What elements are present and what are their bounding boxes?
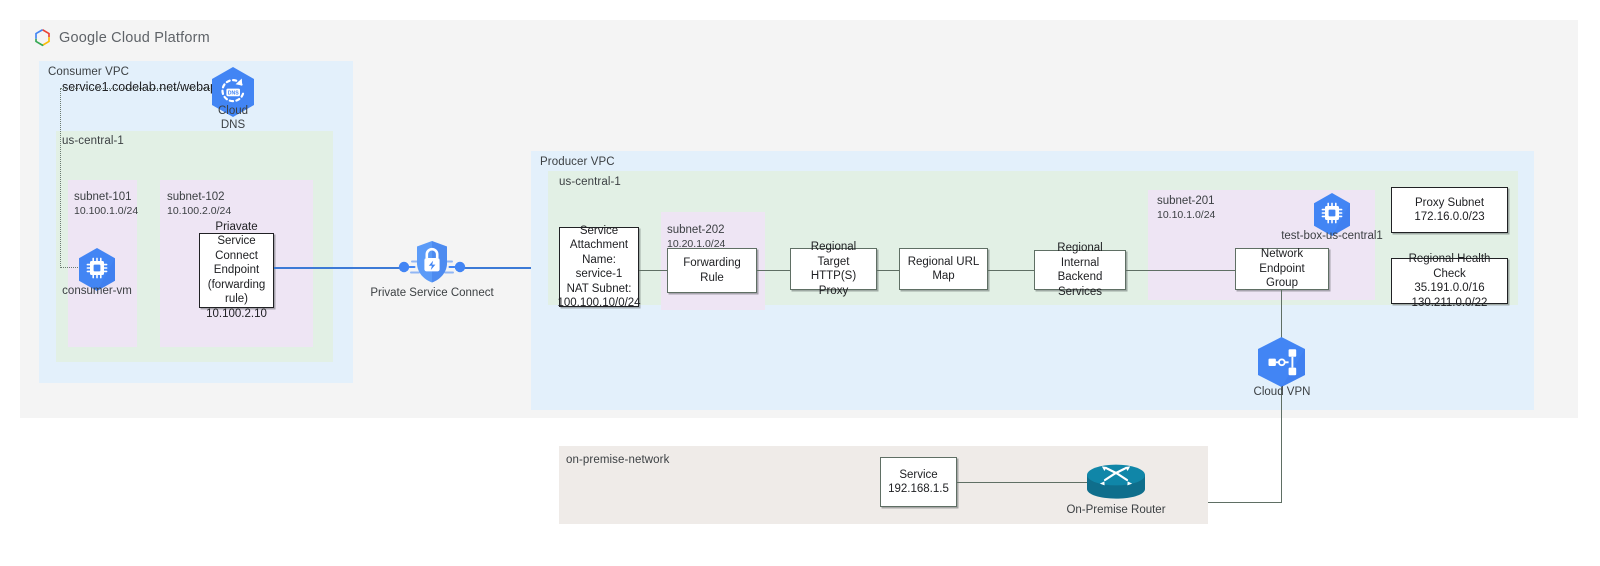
link-url-map-to-backend <box>988 270 1034 272</box>
regional-target-proxy-node[interactable]: Regional Target HTTP(S) Proxy <box>790 241 877 297</box>
producer-vpc-label: Producer VPC <box>540 156 615 168</box>
psc-endpoint-line1: Priavate Service <box>215 220 258 248</box>
proxy-subnet-line2: 172.16.0.0/23 <box>1414 211 1485 223</box>
link-attachment-to-forwarding-rule <box>639 270 667 272</box>
subnet-202-cidr: 10.20.1.0/24 <box>667 238 726 250</box>
router-icon <box>1085 463 1147 502</box>
psc-endpoint-line2: Connect Endpoint <box>213 249 260 277</box>
psc-link-left <box>274 267 408 269</box>
regional-url-map-node[interactable]: Regional URL Map <box>899 248 988 290</box>
backend-services-line2: Backend Services <box>1057 271 1103 298</box>
health-check-line2: 35.191.0.0/16 <box>1414 282 1485 294</box>
target-proxy-line2: HTTP(S) Proxy <box>810 270 857 297</box>
subnet-101-cidr: 10.100.1.0/24 <box>74 205 139 217</box>
psc-endpoint-line3: (forwarding rule) <box>207 278 266 306</box>
dns-resolution-path-vertical <box>60 88 61 268</box>
health-check-line1: Regional Health Check <box>1408 253 1491 280</box>
link-cloud-vpn-to-router <box>1148 502 1282 504</box>
neg-line2: Group <box>1266 277 1298 290</box>
consumer-vpc-label: Consumer VPC <box>48 66 130 78</box>
link-backend-to-neg <box>1126 270 1235 272</box>
subnet-101-label: subnet-101 10.100.1.0/24 <box>74 190 138 218</box>
target-proxy-line1: Regional Target <box>810 241 857 268</box>
service-attachment-line4: NAT Subnet: <box>566 282 632 295</box>
on-premise-service-line1: Service <box>899 468 938 481</box>
service-attachment-line3: Name: service-1 <box>575 253 623 281</box>
dns-record-text: service1.codelab.net/webapp <box>62 80 224 94</box>
link-service-to-router <box>957 482 1088 484</box>
cloud-dns-icon: DNS <box>210 66 256 118</box>
forwarding-rule-label: Forwarding Rule <box>683 257 741 284</box>
service-attachment-line5: 100.100.10/0/24 <box>557 297 641 309</box>
forwarding-rule-node[interactable]: Forwarding Rule <box>667 248 757 293</box>
neg-line1: Network Endpoint <box>1259 248 1305 275</box>
subnet-102-label: subnet-102 10.100.2.0/24 <box>167 190 231 218</box>
service-attachment-node[interactable]: Service Attachment Name: service-1 NAT S… <box>557 224 640 310</box>
proxy-subnet-node[interactable]: Proxy Subnet 172.16.0.0/23 <box>1391 187 1508 233</box>
backend-services-line1: Regional Internal <box>1057 242 1103 269</box>
cloud-dns-label: Cloud DNS <box>193 104 273 132</box>
cloud-dns-label-line2: DNS <box>220 119 246 131</box>
regional-health-check-node[interactable]: Regional Health Check 35.191.0.0/16 130.… <box>1391 253 1508 309</box>
private-service-connect-icon <box>398 238 466 286</box>
subnet-202-name: subnet-202 <box>667 224 725 236</box>
subnet-102-cidr: 10.100.2.0/24 <box>167 205 232 217</box>
psc-endpoint-line4: 10.100.2.10 <box>206 307 267 320</box>
subnet-102-name: subnet-102 <box>167 191 225 203</box>
psc-link-right <box>455 267 560 269</box>
dns-resolution-path-horizontal <box>60 267 80 268</box>
producer-region-label: us-central-1 <box>559 176 621 188</box>
cloud-dns-label-line1: Cloud <box>217 105 249 117</box>
test-box-vm-label: test-box-us-central1 <box>1281 230 1383 242</box>
link-proxy-to-url-map <box>877 270 899 272</box>
on-premise-service-node[interactable]: Service 192.168.1.5 <box>880 457 957 507</box>
cloud-vpn-label: Cloud VPN <box>1253 386 1311 398</box>
on-premise-service-line2: 192.168.1.5 <box>888 483 949 495</box>
health-check-line3: 130.211.0.0/22 <box>1411 296 1488 309</box>
google-cloud-logo-icon <box>33 28 52 47</box>
network-endpoint-group-node[interactable]: Network Endpoint Group <box>1235 248 1329 290</box>
subnet-101-name: subnet-101 <box>74 191 132 203</box>
cloud-vpn-icon <box>1255 336 1308 388</box>
dns-record-to-clouddns-path <box>60 88 214 89</box>
consumer-vm-label: consumer-vm <box>62 285 132 297</box>
link-neg-to-cloud-vpn <box>1281 290 1283 503</box>
subnet-201-name: subnet-201 <box>1157 195 1215 207</box>
link-forwarding-rule-to-proxy <box>757 270 790 272</box>
subnet-201-label: subnet-201 10.10.1.0/24 <box>1157 194 1215 222</box>
on-premise-router-label: On-Premise Router <box>1066 504 1166 516</box>
gcp-header: Google Cloud Platform <box>33 28 210 47</box>
proxy-subnet-line1: Proxy Subnet <box>1414 196 1485 209</box>
regional-backend-services-node[interactable]: Regional Internal Backend Services <box>1034 242 1126 298</box>
compute-engine-vm-icon <box>77 247 117 292</box>
compute-engine-vm-icon <box>1312 192 1352 237</box>
subnet-201-cidr: 10.10.1.0/24 <box>1157 209 1216 221</box>
service-attachment-line2: Attachment <box>569 239 629 251</box>
on-premise-network-label: on-premise-network <box>566 454 670 466</box>
url-map-label: Regional URL Map <box>907 255 980 283</box>
psc-endpoint-node[interactable]: Priavate Service Connect Endpoint (forwa… <box>199 221 274 320</box>
gcp-brand-title: Google Cloud Platform <box>59 29 210 46</box>
private-service-connect-label: Private Service Connect <box>370 287 494 299</box>
subnet-202-label: subnet-202 10.20.1.0/24 <box>667 223 725 251</box>
consumer-region-label: us-central-1 <box>62 135 124 147</box>
service-attachment-line1: Service <box>579 224 619 237</box>
svg-text:DNS: DNS <box>228 91 239 97</box>
